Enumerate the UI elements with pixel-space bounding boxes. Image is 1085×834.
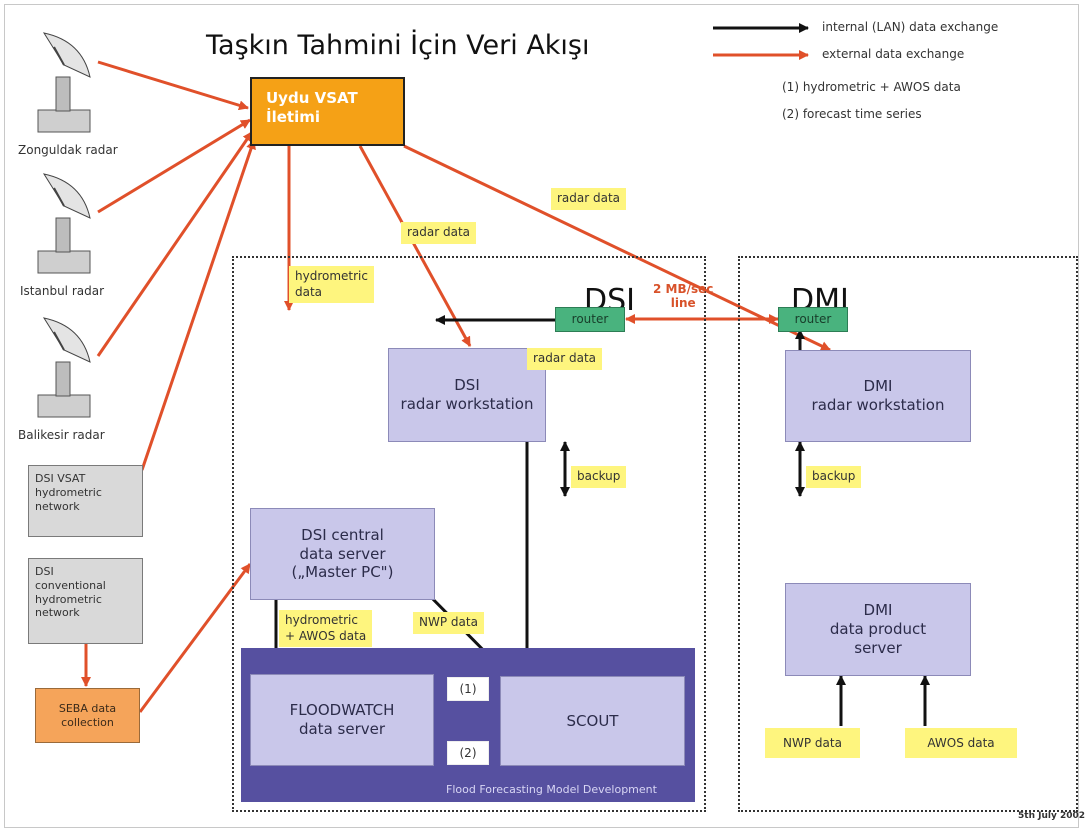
dmi-nwp-data-box: NWP data: [765, 728, 860, 758]
dmi-region: [738, 256, 1078, 812]
arrow-vsat-to-dsi-radar: [358, 145, 472, 347]
legend-external-label: external data exchange: [822, 47, 965, 61]
arrow-zonguldak-to-vsat: [97, 60, 249, 111]
dmi-radar-workstation-box: DMI radar workstation: [785, 350, 971, 442]
zonguldak-radar-dish-icon: [37, 32, 91, 133]
diagram-frame: [4, 4, 1079, 828]
dsi-conventional-network-box: DSI conventional hydrometric network: [28, 558, 143, 644]
legend-internal-label: internal (LAN) data exchange: [822, 20, 999, 34]
tag-radar-data-dsi: radar data: [401, 222, 477, 244]
date-label: 5th July 2002: [1018, 811, 1085, 821]
dsi-radar-workstation-box: DSI radar workstation: [388, 348, 546, 442]
model-area-caption: Flood Forecasting Model Development: [446, 783, 657, 796]
dmi-router-box: router: [778, 307, 848, 332]
istanbul-radar-dish-icon: [37, 173, 91, 274]
dsi-region: [232, 256, 706, 812]
zonguldak-radar-label: Zonguldak radar: [18, 143, 118, 157]
tag-radar-data-scout: radar data: [527, 348, 603, 370]
tag-hydrometric-data: hydrometric data: [289, 266, 374, 304]
diagram-title: Taşkın Tahmini İçin Veri Akışı: [206, 30, 590, 61]
dmi-data-product-server-box: DMI data product server: [785, 583, 971, 676]
vsat-transmission-box: Uydu VSAT İletimi: [250, 77, 405, 146]
dsi-router-box: router: [555, 307, 625, 332]
balikesir-radar-dish-icon: [37, 317, 91, 418]
tag-two: (2): [447, 741, 489, 765]
link-speed-label: 2 MB/sec line: [653, 282, 714, 311]
arrow-vsat-network-to-vsat: [140, 139, 256, 471]
floodwatch-server-box: FLOODWATCH data server: [250, 674, 434, 766]
scout-box: SCOUT: [500, 676, 685, 766]
arrow-seba-to-central: [138, 563, 252, 713]
tag-backup-dsi: backup: [571, 466, 627, 488]
arrow-balikesir-to-vsat: [96, 131, 254, 357]
seba-data-collection-box: SEBA data collection: [35, 688, 140, 743]
dsi-central-server-box: DSI central data server („Master PC"): [250, 508, 435, 600]
balikesir-radar-label: Balikesir radar: [18, 428, 105, 442]
tag-backup-dmi: backup: [806, 466, 862, 488]
tag-hydrometric-awos: hydrometric + AWOS data: [279, 610, 373, 648]
istanbul-radar-label: Istanbul radar: [20, 284, 105, 298]
legend-note-1: (1) hydrometric + AWOS data: [782, 80, 961, 94]
legend-note-2: (2) forecast time series: [782, 107, 922, 121]
arrow-istanbul-to-vsat: [97, 118, 251, 214]
tag-one: (1): [447, 677, 489, 701]
dmi-awos-data-box: AWOS data: [905, 728, 1017, 758]
tag-nwp-data: NWP data: [413, 612, 484, 634]
dsi-vsat-network-box: DSI VSAT hydrometric network: [28, 465, 143, 537]
tag-radar-data-dmi: radar data: [551, 188, 627, 210]
